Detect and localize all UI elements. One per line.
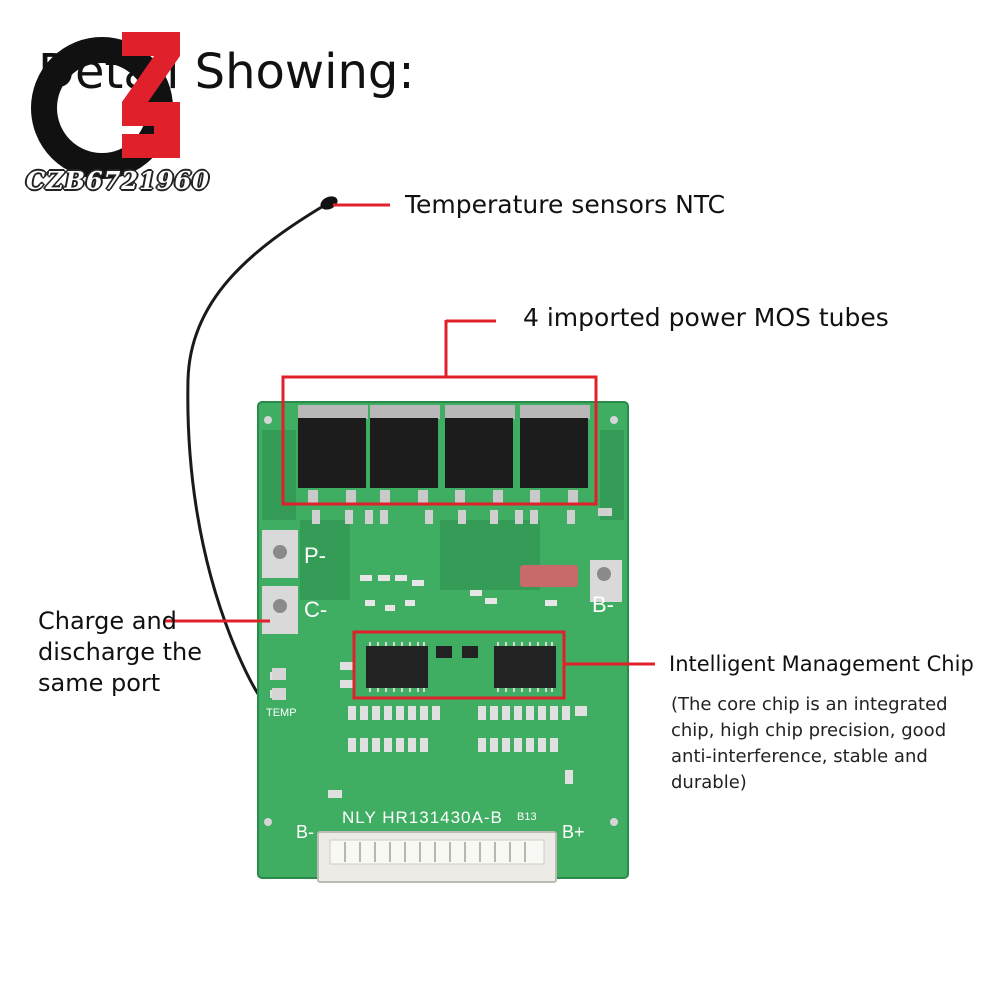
- pad-label-b-plus: B+: [562, 822, 585, 842]
- label-mos: 4 imported power MOS tubes: [523, 303, 889, 332]
- pad-label-c-minus: C-: [304, 597, 327, 622]
- board-model-silkscreen: NLY HR131430A-B: [342, 808, 503, 827]
- label-port: Charge and discharge the same port: [38, 607, 202, 697]
- ntc-wire: [186, 203, 326, 701]
- bms-board: [257, 401, 629, 883]
- pad-label-b-minus: B-: [296, 822, 314, 842]
- pad-label-temp: TEMP: [266, 707, 297, 719]
- pad-b-minus-right: [590, 560, 622, 602]
- board-b13-silkscreen: B13: [517, 811, 537, 823]
- pad-label-b-minus-right: B-: [592, 592, 614, 617]
- label-chip: Intelligent Management Chip: [669, 652, 974, 676]
- pad-label-p-minus: P-: [304, 543, 326, 568]
- ntc-sensor-bead: [320, 196, 338, 210]
- brand-logo-text: CZB6721960: [26, 166, 210, 195]
- brand-logo-icon: [31, 32, 180, 179]
- label-ntc: Temperature sensors NTC: [405, 190, 726, 219]
- mos-highlight-box: [281, 375, 598, 506]
- silkscreen-labels: P- C- B- B- B+ TEMP NLY HR131430A-B B13: [266, 543, 614, 842]
- chip-description: (The core chip is an integrated chip, hi…: [671, 694, 948, 793]
- mos-tubes: [298, 405, 590, 504]
- management-chips: [366, 642, 556, 692]
